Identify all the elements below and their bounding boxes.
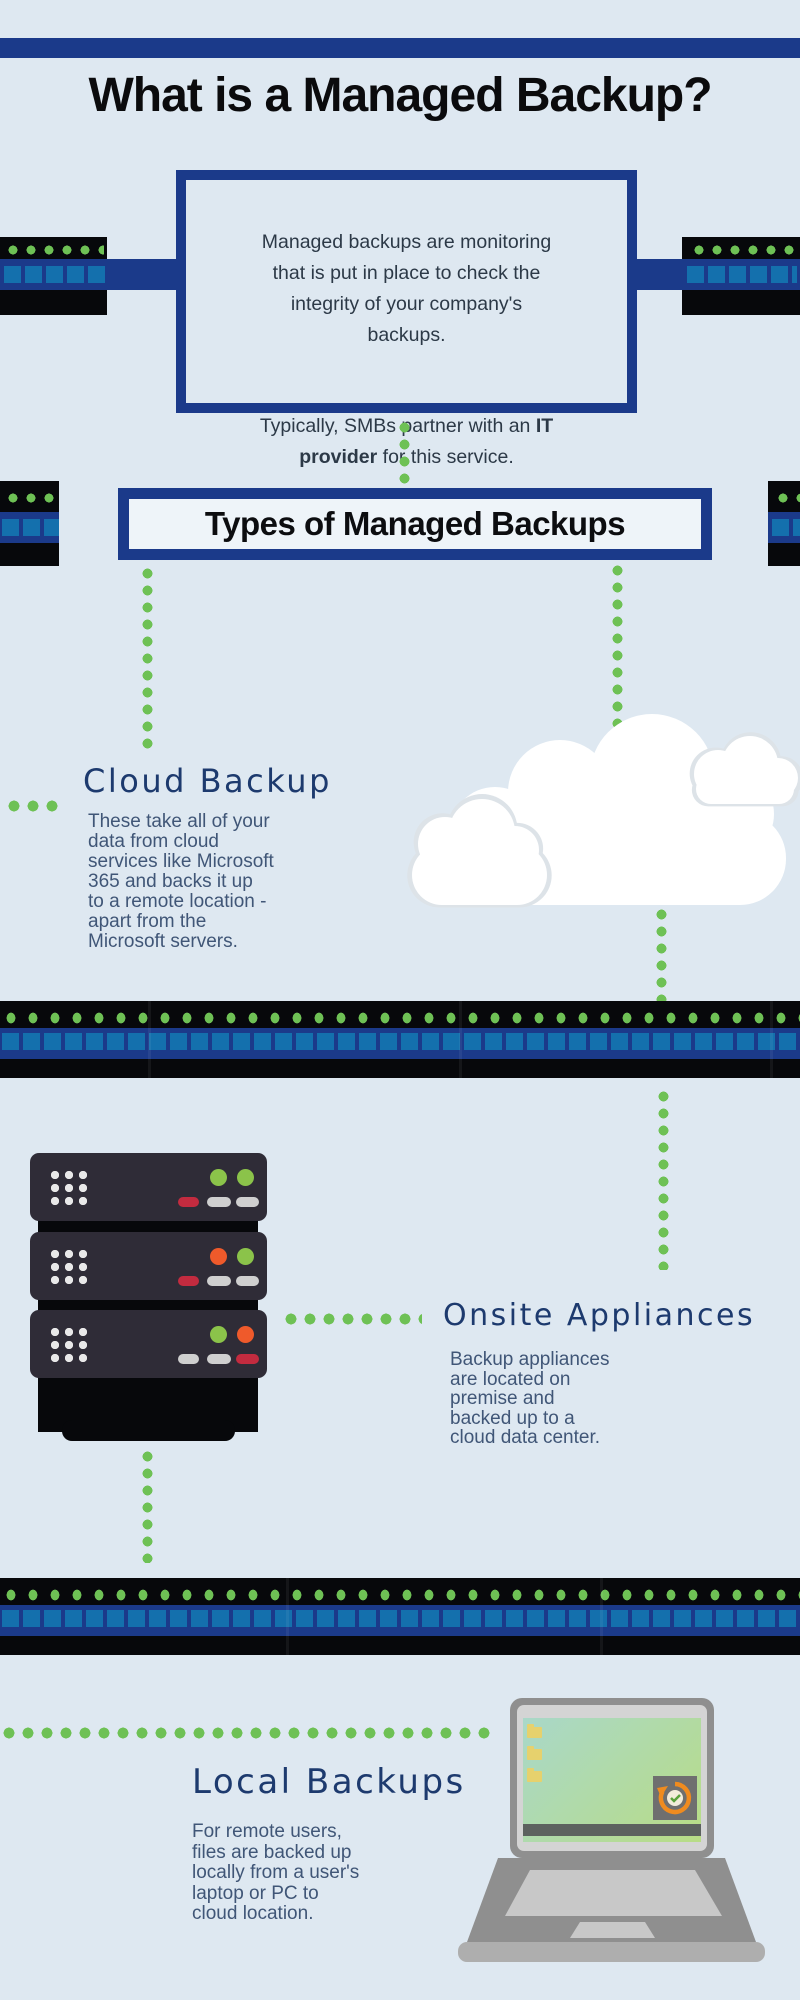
server-led-orange bbox=[210, 1248, 227, 1265]
server-vent-dots bbox=[48, 1169, 90, 1207]
banner-inner: Types of Managed Backups bbox=[127, 497, 703, 551]
rack-squares bbox=[687, 266, 797, 283]
band-led-dots bbox=[0, 1012, 800, 1024]
dotted-connector-line bbox=[658, 1088, 669, 1270]
band-seam bbox=[770, 1001, 773, 1078]
laptop-taskbar bbox=[523, 1824, 701, 1836]
intro-paragraph-2: Typically, SMBs partner with an IT provi… bbox=[186, 411, 627, 473]
dotted-connector-line bbox=[282, 1313, 422, 1325]
server-slot-red bbox=[236, 1354, 259, 1364]
server-led-green bbox=[210, 1169, 227, 1186]
server-stand-pole bbox=[135, 1378, 163, 1426]
band-squares bbox=[2, 1033, 800, 1050]
band-seam bbox=[600, 1578, 603, 1655]
cloud-section-heading: Cloud Backup bbox=[83, 762, 332, 800]
server-vent-dots bbox=[48, 1248, 90, 1286]
laptop-keyboard bbox=[505, 1870, 722, 1916]
intro-text: Managed backups are monitoring that is p… bbox=[186, 196, 627, 504]
dotted-connector-line bbox=[399, 419, 410, 487]
band-squares bbox=[2, 1610, 800, 1627]
intro-paragraph-1: Managed backups are monitoring that is p… bbox=[261, 231, 552, 346]
rack-squares bbox=[2, 519, 59, 536]
laptop-icon bbox=[510, 1698, 714, 1858]
server-slot-gray bbox=[207, 1197, 231, 1207]
server-slot-gray bbox=[236, 1197, 259, 1207]
rack-icon-banner-left bbox=[0, 481, 59, 566]
server-slot-gray bbox=[207, 1276, 231, 1286]
intro-p2-bold: IT provider bbox=[299, 415, 554, 468]
band-led-dots bbox=[0, 1589, 800, 1601]
server-slot-gray bbox=[236, 1276, 259, 1286]
local-section-heading: Local Backups bbox=[192, 1762, 466, 1802]
server-rack-band bbox=[0, 1578, 800, 1655]
intro-p2-prefix: Typically, SMBs partner with an bbox=[259, 415, 536, 437]
dotted-connector-line bbox=[5, 800, 63, 812]
rack-icon-banner-right bbox=[768, 481, 800, 566]
server-led-green bbox=[210, 1326, 227, 1343]
rack-stripe bbox=[768, 512, 800, 543]
server-slot-red bbox=[178, 1276, 199, 1286]
backup-sync-icon bbox=[653, 1776, 697, 1820]
rack-squares bbox=[772, 519, 800, 536]
band-seam bbox=[148, 1001, 151, 1078]
dotted-connector-line bbox=[142, 565, 153, 750]
rack-led-dots bbox=[690, 245, 796, 255]
rack-squares bbox=[4, 266, 108, 283]
server-led-green bbox=[237, 1169, 254, 1186]
onsite-section-heading: Onsite Appliances bbox=[443, 1298, 756, 1333]
rack-stripe bbox=[0, 512, 59, 543]
server-slot-gray bbox=[178, 1354, 199, 1364]
folder-icon bbox=[527, 1768, 542, 1782]
section-banner: Types of Managed Backups bbox=[118, 488, 712, 560]
page-title: What is a Managed Backup? bbox=[88, 69, 712, 122]
server-rack-band bbox=[0, 1001, 800, 1078]
server-led-green bbox=[237, 1248, 254, 1265]
server-vent-dots bbox=[48, 1326, 90, 1364]
dotted-connector-line bbox=[656, 872, 667, 1002]
band-seam bbox=[459, 1001, 462, 1078]
server-led-orange bbox=[237, 1326, 254, 1343]
onsite-section-body: Backup appliances are located on premise… bbox=[450, 1349, 610, 1448]
cloud-icon bbox=[407, 714, 800, 908]
intro-p2-suffix: for this service. bbox=[377, 446, 514, 468]
folder-icon bbox=[527, 1746, 542, 1760]
rack-led-dots bbox=[774, 493, 800, 503]
server-unit-icon bbox=[30, 1153, 267, 1221]
top-accent-bar bbox=[0, 38, 800, 58]
banner-title: Types of Managed Backups bbox=[204, 505, 626, 542]
rack-connector-left bbox=[0, 259, 176, 290]
local-section-body: For remote users, files are backed up lo… bbox=[192, 1821, 360, 1924]
rack-connector-right bbox=[637, 259, 800, 290]
server-slot-red bbox=[178, 1197, 199, 1207]
rack-led-dots bbox=[4, 493, 58, 503]
band-seam bbox=[286, 1578, 289, 1655]
rack-led-dots bbox=[4, 245, 104, 255]
server-stand-base bbox=[62, 1420, 235, 1441]
laptop-touchpad bbox=[570, 1922, 655, 1938]
server-unit-icon bbox=[30, 1232, 267, 1300]
cloud-section-body: These take all of your data from cloud s… bbox=[88, 811, 274, 952]
dotted-connector-line bbox=[0, 1727, 496, 1739]
dotted-connector-line bbox=[142, 1448, 153, 1563]
folder-icon bbox=[527, 1724, 542, 1738]
server-slot-gray bbox=[207, 1354, 231, 1364]
intro-box bbox=[176, 170, 637, 413]
laptop-bottom-bar bbox=[458, 1942, 765, 1962]
dotted-connector-line bbox=[612, 562, 623, 742]
server-unit-icon bbox=[30, 1310, 267, 1378]
